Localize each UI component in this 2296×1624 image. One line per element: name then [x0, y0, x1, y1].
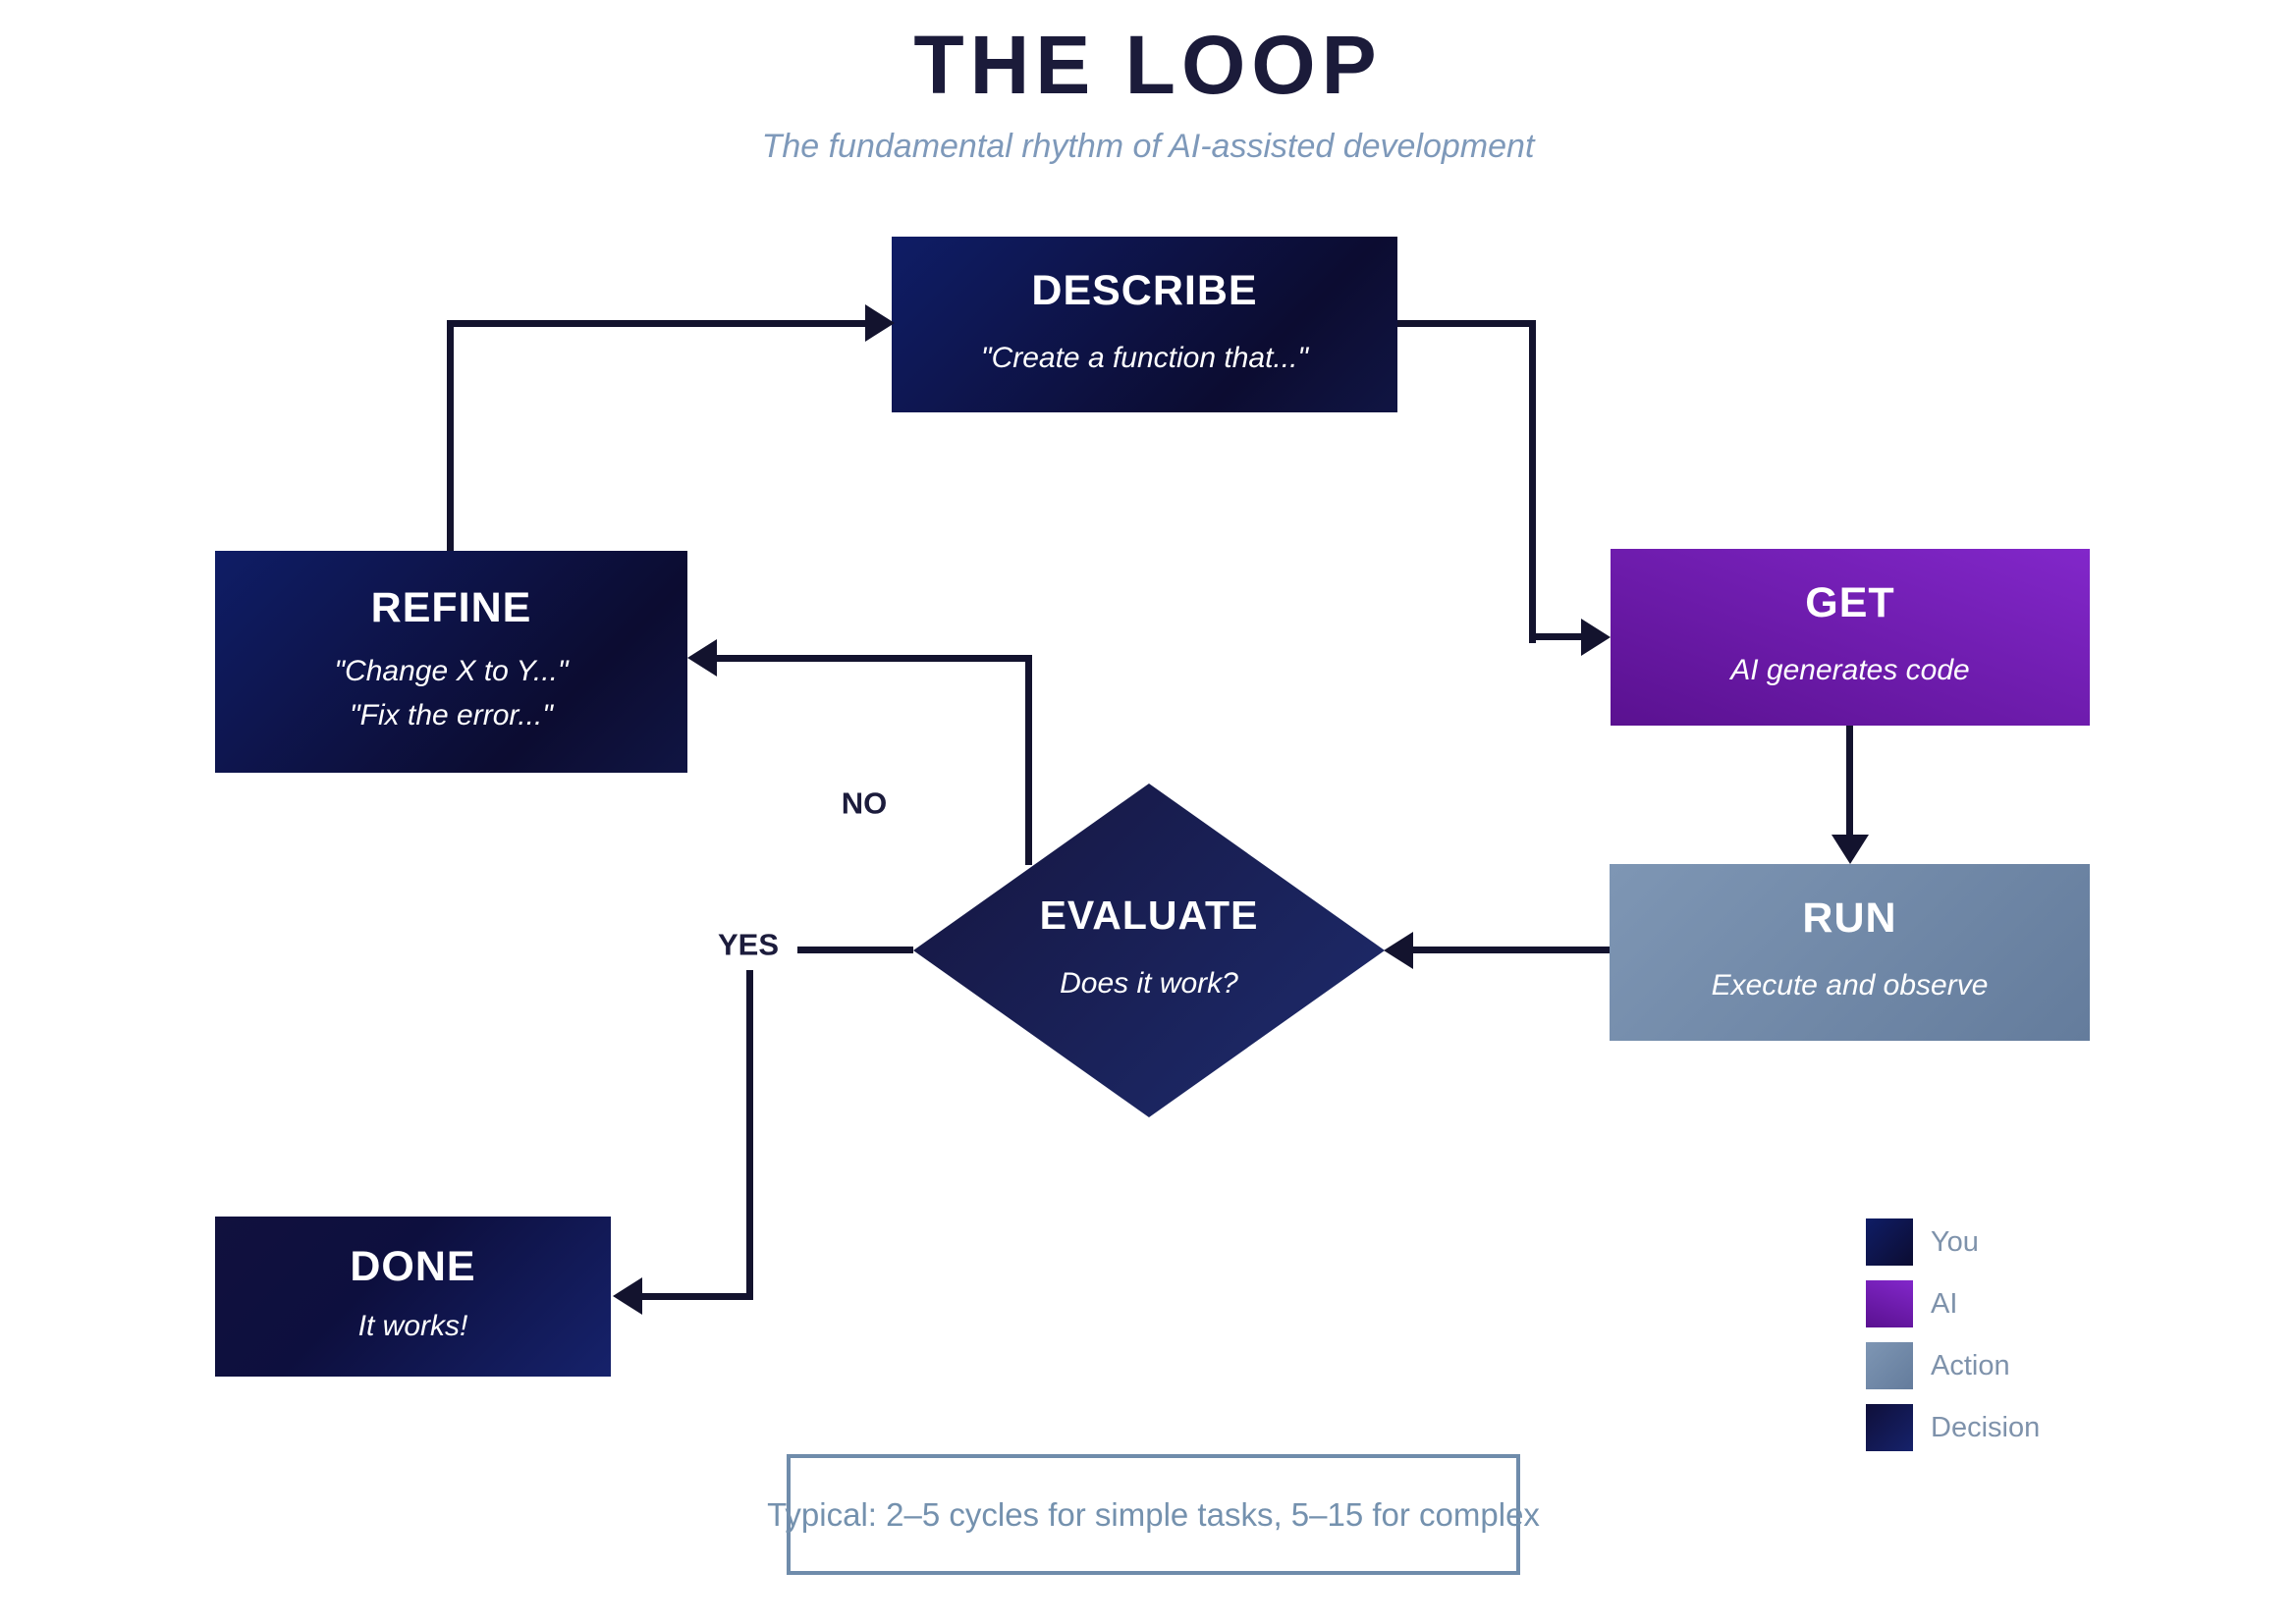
- legend-label-you: You: [1931, 1225, 1979, 1258]
- legend-swatch-action: [1866, 1342, 1913, 1389]
- node-refine-subtitle-line2: "Fix the error...": [350, 698, 553, 731]
- caption-text: Typical: 2–5 cycles for simple tasks, 5–…: [767, 1496, 1540, 1533]
- legend: You AI Action Decision: [1866, 1218, 2040, 1451]
- legend-label-ai: AI: [1931, 1287, 1958, 1320]
- edge-label-no: NO: [841, 785, 888, 821]
- page-title: THE LOOP: [913, 19, 1383, 111]
- arrowhead-into-run-icon: [1831, 835, 1869, 864]
- edge-yes-horizontal1: [797, 947, 913, 953]
- legend-label-action: Action: [1931, 1349, 2010, 1381]
- edge-describe-get-horizontal2: [1529, 633, 1581, 640]
- edge-no-horizontal: [717, 655, 1032, 662]
- edge-yes-horizontal2: [642, 1293, 753, 1300]
- node-evaluate-title: EVALUATE: [1039, 893, 1259, 938]
- page-subtitle: The fundamental rhythm of AI-assisted de…: [761, 128, 1535, 165]
- legend-label-decision: Decision: [1931, 1411, 2041, 1443]
- node-get: GET AI generates code: [1611, 549, 2090, 726]
- arrowhead-into-evaluate-icon: [1384, 932, 1413, 969]
- edge-refine-describe-horizontal: [447, 320, 865, 327]
- edge-no-vertical: [1025, 655, 1032, 865]
- arrowhead-into-get-icon: [1581, 619, 1611, 656]
- node-done-title: DONE: [350, 1242, 476, 1290]
- legend-item-action: Action: [1866, 1342, 2040, 1389]
- edge-describe-get-vertical: [1529, 320, 1536, 643]
- node-refine-subtitle-line1: "Change X to Y...": [334, 654, 569, 687]
- node-evaluate-subtitle: Does it work?: [1060, 967, 1238, 1000]
- legend-swatch-you: [1866, 1218, 1913, 1266]
- arrowhead-into-done-icon: [613, 1277, 642, 1315]
- arrowhead-into-refine-icon: [687, 639, 717, 677]
- legend-item-you: You: [1866, 1218, 2040, 1266]
- node-describe-title: DESCRIBE: [1031, 266, 1258, 314]
- edge-get-run-vertical: [1846, 726, 1853, 835]
- node-run-subtitle: Execute and observe: [1711, 969, 1989, 1001]
- node-refine-title: REFINE: [370, 583, 532, 631]
- edge-describe-get-horizontal1: [1397, 320, 1534, 327]
- node-refine: REFINE "Change X to Y..." "Fix the error…: [215, 551, 687, 773]
- node-run-title: RUN: [1802, 894, 1897, 942]
- caption-box: Typical: 2–5 cycles for simple tasks, 5–…: [767, 1454, 1540, 1575]
- node-run: RUN Execute and observe: [1610, 864, 2090, 1041]
- edge-yes-vertical: [746, 970, 753, 1296]
- edge-refine-describe-vertical: [447, 323, 454, 551]
- legend-item-decision: Decision: [1866, 1404, 2040, 1451]
- arrowhead-into-describe-icon: [865, 304, 895, 342]
- node-done: DONE It works!: [215, 1217, 611, 1377]
- node-evaluate-diamond: EVALUATE Does it work?: [913, 784, 1385, 1117]
- legend-swatch-decision: [1866, 1404, 1913, 1451]
- legend-item-ai: AI: [1866, 1280, 2040, 1327]
- node-done-subtitle: It works!: [357, 1309, 468, 1342]
- legend-swatch-ai: [1866, 1280, 1913, 1327]
- node-describe-subtitle: "Create a function that...": [980, 341, 1309, 374]
- edge-run-evaluate-horizontal: [1413, 947, 1610, 953]
- node-get-title: GET: [1805, 579, 1895, 626]
- edge-label-yes: YES: [717, 927, 780, 962]
- node-describe: DESCRIBE "Create a function that...": [892, 237, 1397, 412]
- node-get-subtitle: AI generates code: [1730, 654, 1970, 686]
